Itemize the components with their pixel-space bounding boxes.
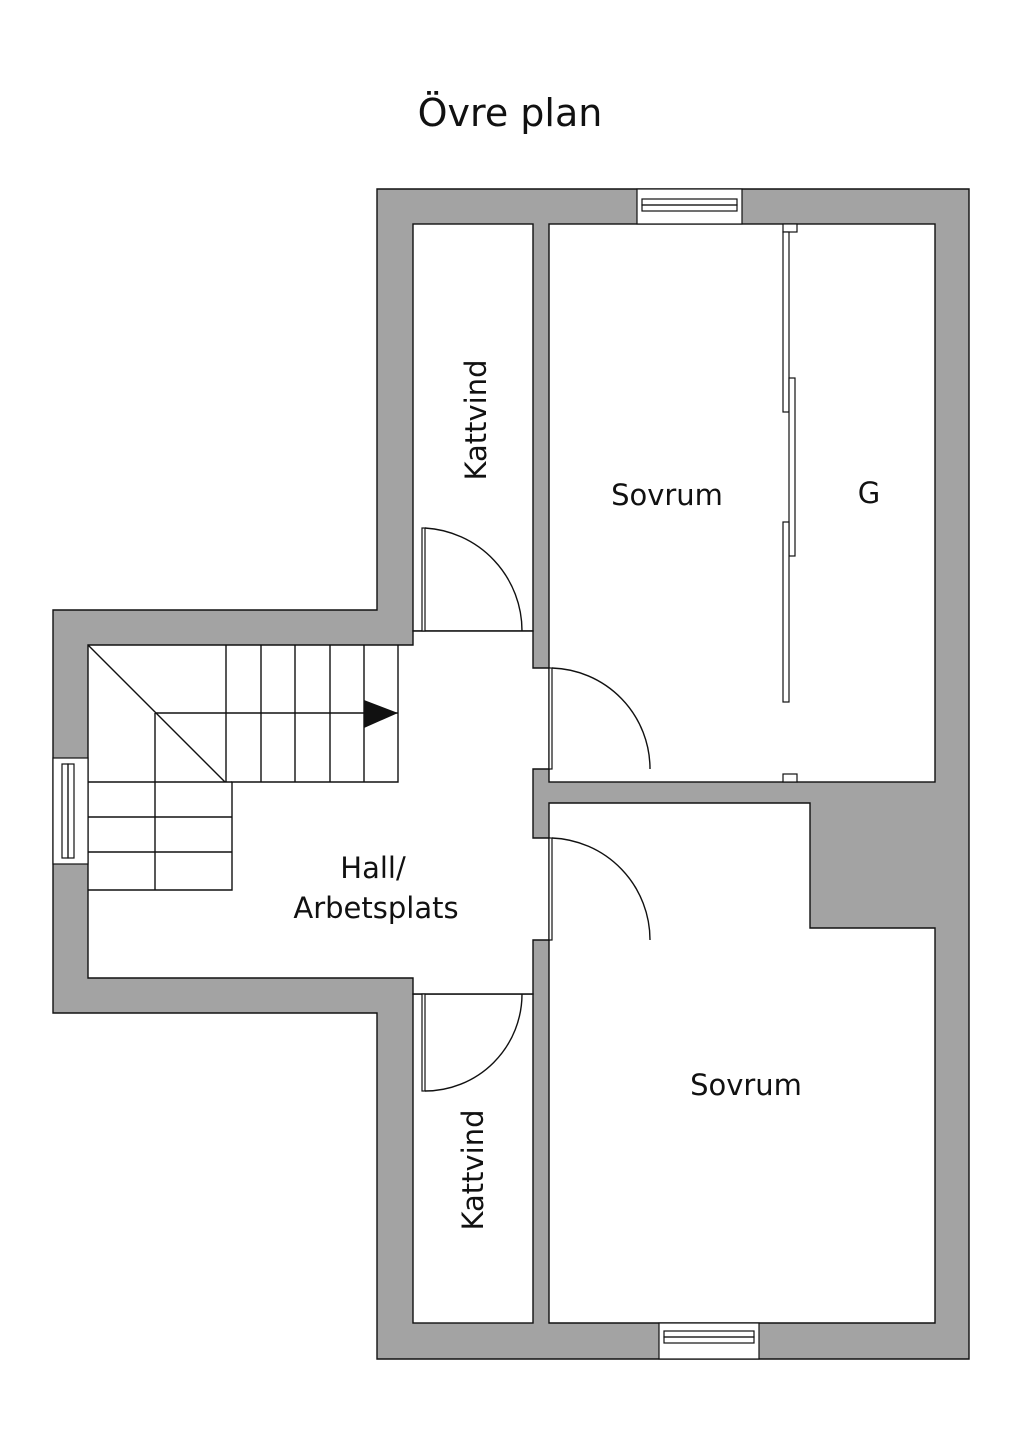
label-garderob: G — [858, 476, 880, 510]
window-left — [52, 757, 89, 865]
door-sovrum-top[interactable] — [548, 667, 651, 770]
stair-direction-arrow-icon — [364, 700, 398, 728]
window-bottom — [658, 1322, 760, 1360]
staircase — [87, 644, 399, 891]
room-sovrum-top — [548, 223, 936, 783]
label-sovrum-bottom: Sovrum — [690, 1068, 802, 1102]
wardrobe-sliding-doors — [782, 223, 798, 783]
door-kattvind-bottom[interactable] — [421, 993, 523, 1092]
label-sovrum-top: Sovrum — [611, 478, 723, 512]
room-kattvind-bottom — [412, 993, 534, 1324]
door-kattvind-top[interactable] — [421, 527, 523, 632]
plan-title: Övre plan — [418, 91, 603, 135]
room-kattvind-top — [412, 223, 534, 632]
door-sovrum-bottom[interactable] — [548, 837, 651, 941]
room-sovrum-bottom — [548, 802, 936, 1324]
window-top — [636, 188, 743, 225]
label-kattvind-top: Kattvind — [459, 359, 493, 480]
label-hall-line1: Hall/ — [340, 851, 406, 885]
room-hall — [87, 630, 550, 995]
label-hall-line2: Arbetsplats — [293, 891, 458, 925]
label-kattvind-bottom: Kattvind — [456, 1109, 490, 1230]
